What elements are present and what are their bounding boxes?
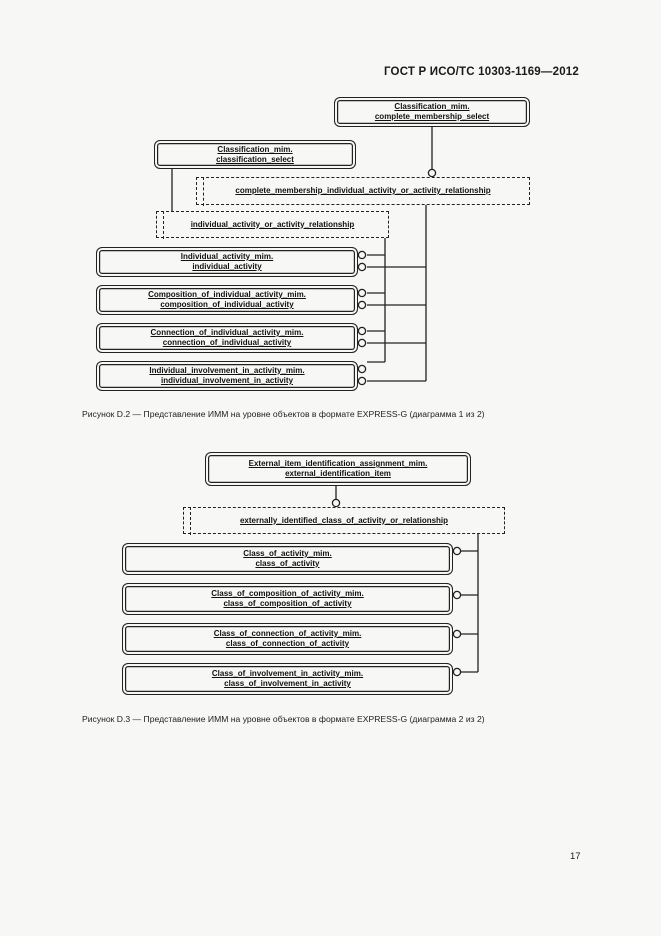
box-line1: Connection_of_individual_activity_mim. — [150, 328, 304, 337]
classification-mim-complete-membership-select: Classification_mim. complete_membership_… — [334, 97, 530, 127]
document-header: ГОСТ Р ИСО/ТС 10303-1169—2012 — [383, 66, 579, 78]
box-line1: Classification_mim. — [217, 144, 293, 154]
box-line2: classification_select — [216, 154, 294, 164]
box-line1: Class_of_involvement_in_activity_mim. — [211, 669, 364, 678]
figure-caption-d2: Рисунок D.2 — Представление ИММ на уровн… — [82, 409, 485, 419]
box-line1: Composition_of_individual_activity_mim. — [148, 290, 306, 299]
box-line2: class_of_activity — [255, 559, 320, 568]
box-line1: Individual_involvement_in_activity_mim. — [149, 366, 305, 375]
box-line2: class_of_connection_of_activity — [225, 639, 350, 648]
box-line2: external_identification_item — [285, 469, 391, 478]
box-line1: Classification_mim. — [394, 102, 470, 111]
classification-select-box: Classification_mim. classification_selec… — [154, 140, 356, 169]
box-line2: individual_activity — [192, 262, 262, 271]
figure-caption-d3: Рисунок D.3 — Представление ИММ на уровн… — [82, 714, 485, 724]
entity-connection-of-individual-activity: Connection_of_individual_activity_mim. c… — [96, 323, 358, 353]
entity-individual-involvement-in-activity: Individual_involvement_in_activity_mim. … — [96, 361, 358, 391]
box-line2: class_of_composition_of_activity — [223, 599, 352, 608]
page-number: 17 — [570, 851, 581, 862]
box-line1: Class_of_activity_mim. — [243, 549, 332, 558]
box-label: externally_identified_class_of_activity_… — [239, 515, 449, 525]
externally-identified-select-type: externally_identified_class_of_activity_… — [183, 506, 505, 535]
box-line2: connection_of_individual_activity — [162, 338, 292, 347]
box-line1: Individual_activity_mim. — [180, 252, 274, 261]
complete-membership-select-type: complete_membership_individual_activity_… — [196, 176, 530, 206]
box-line1: External_item_identification_assignment_… — [248, 459, 428, 468]
box-label: complete_membership_individual_activity_… — [235, 186, 491, 195]
external-item-identification-assignment-box: External_item_identification_assignment_… — [205, 452, 471, 486]
entity-individual-activity: Individual_activity_mim. individual_acti… — [96, 247, 358, 277]
box-line1: Class_of_composition_of_activity_mim. — [211, 589, 364, 598]
entity-composition-of-individual-activity: Composition_of_individual_activity_mim. … — [96, 285, 358, 315]
entity-class-of-activity: Class_of_activity_mim. class_of_activity — [122, 543, 453, 575]
box-line1: Class_of_connection_of_activity_mim. — [213, 629, 362, 638]
box-line2: complete_membership_select — [374, 112, 490, 121]
entity-class-of-involvement-in-activity: Class_of_involvement_in_activity_mim. cl… — [122, 663, 453, 695]
box-line2: composition_of_individual_activity — [160, 300, 294, 309]
box-line2: class_of_involvement_in_activity — [224, 679, 351, 688]
entity-class-of-connection-of-activity: Class_of_connection_of_activity_mim. cla… — [122, 623, 453, 655]
entity-class-of-composition-of-activity: Class_of_composition_of_activity_mim. cl… — [122, 583, 453, 615]
box-line2: individual_involvement_in_activity — [160, 376, 294, 385]
individual-activity-or-relationship-select-type: individual_activity_or_activity_relation… — [156, 210, 389, 239]
box-label: individual_activity_or_activity_relation… — [190, 219, 355, 229]
